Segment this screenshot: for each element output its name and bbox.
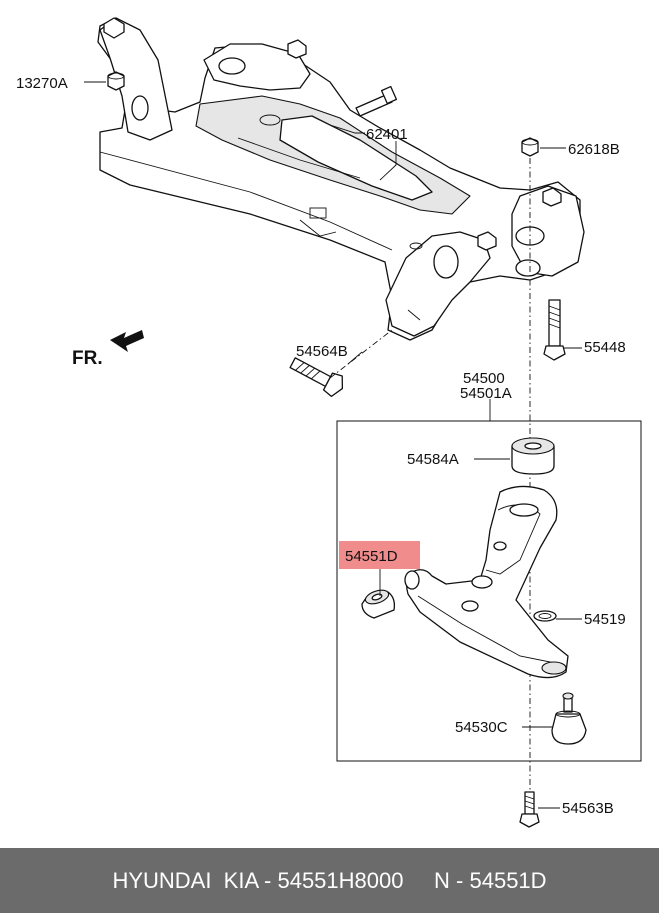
label-54564b: 54564B xyxy=(296,343,348,360)
front-subframe xyxy=(97,17,585,341)
footer-spacer xyxy=(403,868,434,894)
nut-62618b xyxy=(521,137,539,157)
label-54519: 54519 xyxy=(584,611,626,628)
ball-joint-54530c xyxy=(551,692,587,745)
front-direction-indicator: FR. xyxy=(72,330,144,369)
nut-13270a xyxy=(107,71,125,91)
label-62618b: 62618B xyxy=(568,141,620,158)
lower-control-arm xyxy=(404,485,569,679)
label-54584a: 54584A xyxy=(407,451,459,468)
label-13270a: 13270A xyxy=(16,75,68,92)
footer-reference-number: N - 54551D xyxy=(434,867,547,893)
footer-brand-part-number: HYUNDAI KIA - 54551H8000 xyxy=(112,867,404,893)
subframe-pin xyxy=(355,85,398,117)
front-direction-label: FR. xyxy=(72,348,103,369)
front-arrow-icon xyxy=(110,330,144,352)
bushing-54584a xyxy=(511,437,555,475)
label-54501a: 54501A xyxy=(460,385,512,402)
subframe-mount-nut xyxy=(103,17,562,251)
lower-arm-assembly-box xyxy=(336,420,642,762)
part-number-footer: HYUNDAI KIA - 54551H8000 N - 54551D xyxy=(0,848,659,913)
bolt-55448 xyxy=(543,299,566,361)
bolt-54563b xyxy=(519,791,540,828)
bushing-54551d xyxy=(361,589,396,619)
leader-lines xyxy=(84,81,582,809)
label-54563b: 54563B xyxy=(562,800,614,817)
bolt-54564b xyxy=(289,357,344,398)
exploded-parts-diagram: FR. xyxy=(16,17,642,828)
highlight-54551d xyxy=(339,541,420,569)
label-62401: 62401 xyxy=(366,126,408,143)
label-54551d: 54551D xyxy=(345,548,398,565)
clip-54519 xyxy=(533,610,557,622)
label-54530c: 54530C xyxy=(455,719,508,736)
label-54500: 54500 xyxy=(463,370,505,387)
label-55448: 55448 xyxy=(584,339,626,356)
